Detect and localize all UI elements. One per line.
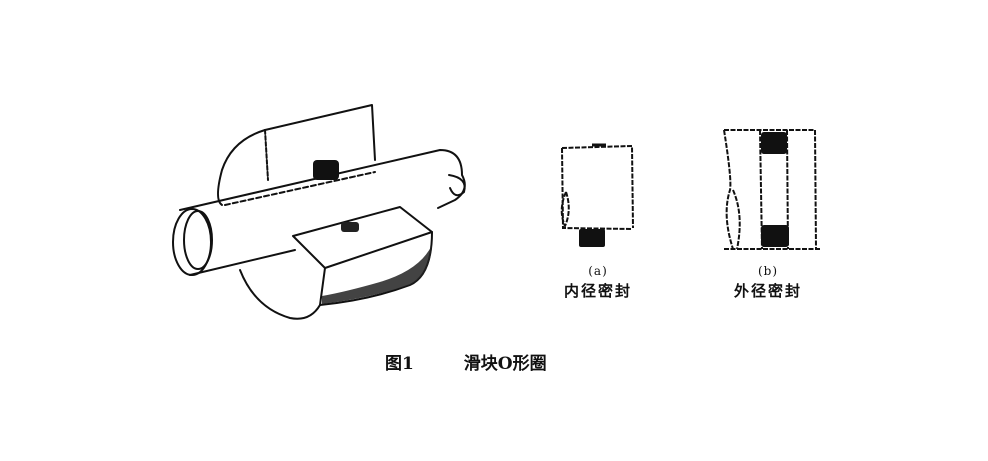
- figure-caption: 图1 滑块O形圈: [385, 349, 547, 374]
- figure-title: 滑块O形圈: [463, 354, 547, 374]
- lower-o-ring-seal: [341, 222, 359, 232]
- subfigure-a-label: (a) 内径密封: [548, 264, 648, 301]
- subfigure-b-name: 外径密封: [733, 282, 802, 300]
- subfigure-a-name: 内径密封: [563, 282, 632, 300]
- subfigure-b-label: (b) 外径密封: [718, 264, 818, 301]
- subfigure-b-tag: (b): [757, 264, 779, 278]
- subfigure-a-tag: (a): [588, 264, 608, 278]
- subfigure-b-lower-seal: [761, 225, 789, 247]
- subfigure-b-upper-seal: [761, 132, 787, 154]
- figure-number: 图1: [385, 354, 414, 374]
- upper-o-ring-seal: [313, 160, 339, 180]
- subfigure-b-drawing: [723, 129, 820, 250]
- subfigure-a-drawing: [560, 143, 634, 230]
- subfigure-a-seal: [579, 229, 605, 247]
